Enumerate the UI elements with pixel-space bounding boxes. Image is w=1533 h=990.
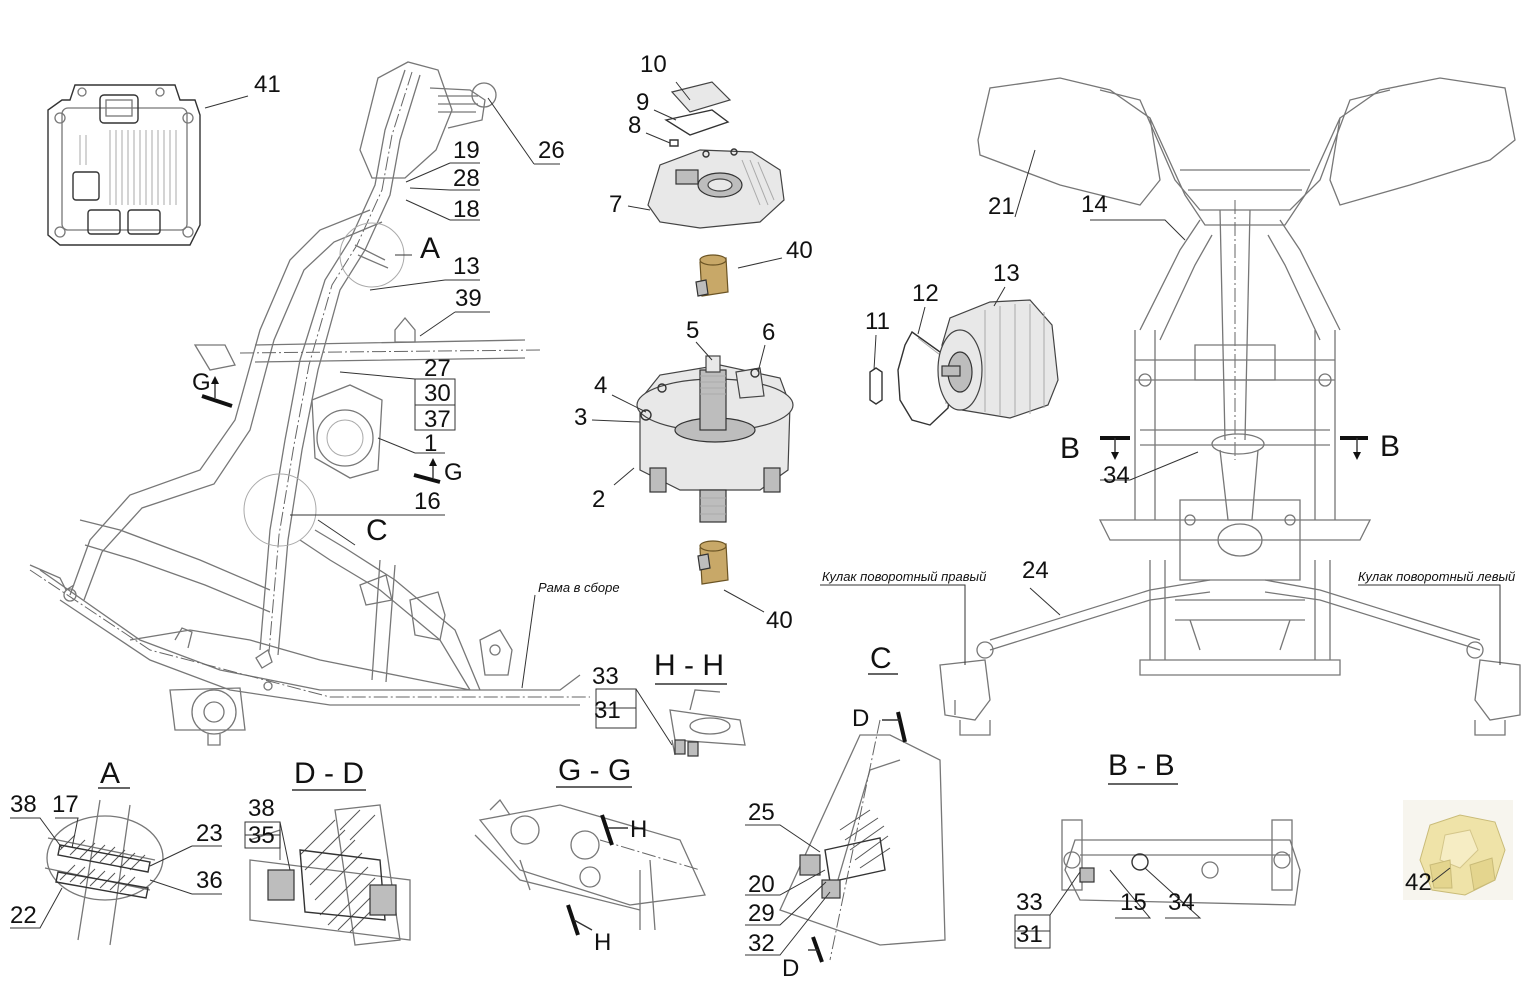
mark-d-top: D xyxy=(852,705,869,732)
label-33-bb: 33 xyxy=(1016,889,1043,916)
mark-d-bottom: D xyxy=(782,955,799,982)
label-7: 7 xyxy=(609,191,622,218)
mark-g-right: G xyxy=(444,459,463,486)
gearbox-exploded xyxy=(636,81,794,585)
note-knuckle-right: Кулак поворотный правый xyxy=(822,569,986,584)
label-29: 29 xyxy=(748,900,775,927)
callout-a: A xyxy=(420,232,440,265)
label-38-a: 38 xyxy=(10,791,37,818)
detail-a xyxy=(44,799,164,946)
label-23: 23 xyxy=(196,820,223,847)
label-13-motor: 13 xyxy=(993,260,1020,287)
label-21: 21 xyxy=(988,193,1015,220)
notes: Рама в сборе Кулак поворотный правый Кул… xyxy=(538,569,1515,595)
controller-unit xyxy=(47,84,201,246)
label-22: 22 xyxy=(10,902,37,929)
mark-g-left: G xyxy=(192,369,211,396)
label-28: 28 xyxy=(453,165,480,192)
electric-motor xyxy=(869,299,1059,426)
label-6: 6 xyxy=(762,319,775,346)
label-1: 1 xyxy=(424,430,437,457)
title-section-dd: D - D xyxy=(294,757,364,790)
note-frame-assembly: Рама в сборе xyxy=(538,580,620,595)
label-26: 26 xyxy=(538,137,565,164)
front-frame-handlebar xyxy=(939,77,1521,736)
leader-lines xyxy=(10,81,1501,956)
title-section-gg: G - G xyxy=(558,754,631,787)
label-25: 25 xyxy=(748,799,775,826)
label-14: 14 xyxy=(1081,191,1108,218)
label-2: 2 xyxy=(592,486,605,513)
section-labels: A C G G B B H H D D H - H C A D - D G - … xyxy=(100,232,1400,982)
mark-b-right: B xyxy=(1380,430,1400,463)
label-20: 20 xyxy=(748,871,775,898)
label-41: 41 xyxy=(254,71,281,98)
title-detail-a: A xyxy=(100,757,120,790)
label-35: 35 xyxy=(248,822,275,849)
label-34-bb: 34 xyxy=(1168,889,1195,916)
label-38-dd: 38 xyxy=(248,795,275,822)
title-section-hh: H - H xyxy=(654,649,724,682)
label-24: 24 xyxy=(1022,557,1049,584)
label-5: 5 xyxy=(686,317,699,344)
title-section-bb: B - B xyxy=(1108,749,1175,782)
label-33-hh: 33 xyxy=(592,663,619,690)
label-17: 17 xyxy=(52,791,79,818)
callout-c: C xyxy=(366,514,388,547)
label-12: 12 xyxy=(912,280,939,307)
label-31-bb: 31 xyxy=(1016,921,1043,948)
label-10: 10 xyxy=(640,51,667,78)
label-37: 37 xyxy=(424,406,451,433)
label-15: 15 xyxy=(1120,889,1147,916)
label-42: 42 xyxy=(1405,869,1432,896)
detail-c xyxy=(779,719,946,961)
detail-bb xyxy=(1061,819,1301,906)
note-knuckle-left: Кулак поворотный левый xyxy=(1358,569,1515,584)
mark-b-left: B xyxy=(1060,432,1080,465)
label-32: 32 xyxy=(748,930,775,957)
label-9: 9 xyxy=(636,89,649,116)
label-19: 19 xyxy=(453,137,480,164)
label-11: 11 xyxy=(865,308,890,335)
label-36: 36 xyxy=(196,867,223,894)
label-18: 18 xyxy=(453,196,480,223)
detail-dd xyxy=(249,804,411,946)
label-4: 4 xyxy=(594,372,607,399)
label-40-bottom: 40 xyxy=(766,607,793,634)
detail-gg xyxy=(474,798,706,931)
label-31-hh: 31 xyxy=(594,697,621,724)
label-27: 27 xyxy=(424,355,451,382)
detail-hh xyxy=(669,689,746,757)
label-40-top: 40 xyxy=(786,237,813,264)
part-numbers: 41 26 19 28 18 13 39 27 30 37 1 16 10 9 … xyxy=(10,51,1432,957)
title-detail-c: C xyxy=(870,642,892,675)
label-16: 16 xyxy=(414,488,441,515)
label-34-frame: 34 xyxy=(1103,462,1130,489)
frame-assembly xyxy=(29,61,590,746)
coupling-photo xyxy=(1403,800,1513,900)
mark-h-bottom: H xyxy=(594,929,611,956)
label-39: 39 xyxy=(455,285,482,312)
label-13-frame: 13 xyxy=(453,253,480,280)
section-markers xyxy=(98,376,1368,963)
label-30: 30 xyxy=(424,380,451,407)
label-3: 3 xyxy=(574,404,587,431)
label-8: 8 xyxy=(628,112,641,139)
mark-h-top: H xyxy=(630,816,647,843)
